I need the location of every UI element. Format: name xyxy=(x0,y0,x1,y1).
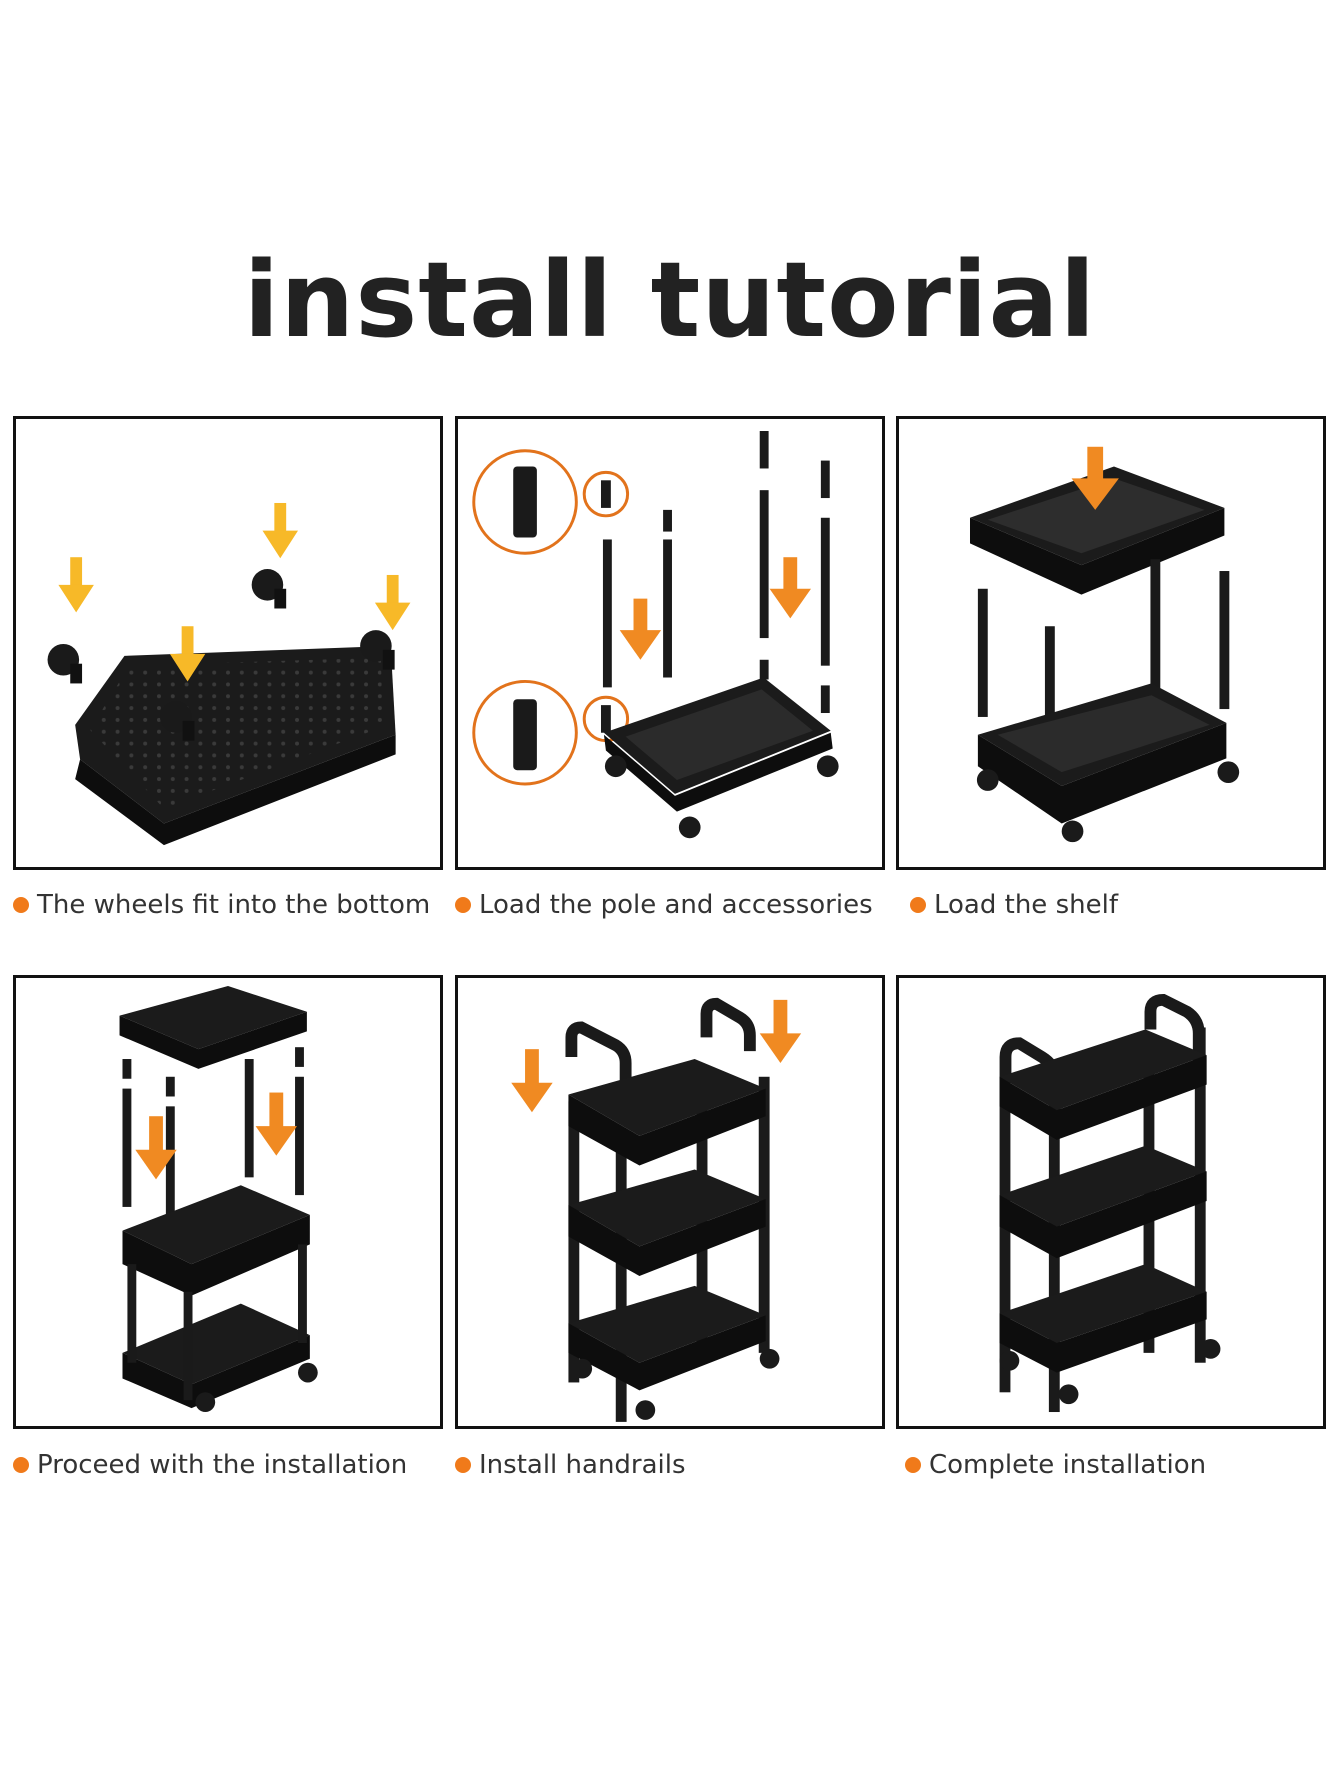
step-5-caption-text: Install handrails xyxy=(479,1450,686,1480)
down-arrow-icon xyxy=(58,502,411,682)
step-3-illustration xyxy=(969,446,1240,843)
step-1-caption-text: The wheels fit into the bottom xyxy=(37,890,431,920)
step-4-panel xyxy=(13,975,443,1429)
step-4-illustration xyxy=(119,986,318,1413)
down-arrow-icon xyxy=(1071,446,1119,510)
step-5-panel xyxy=(455,975,885,1429)
step-3-caption-text: Load the shelf xyxy=(934,890,1118,920)
step-1-caption: The wheels fit into the bottom xyxy=(13,885,430,925)
wheel-icon xyxy=(360,630,395,670)
step-5-illustration xyxy=(511,997,802,1422)
bullet-icon xyxy=(455,1457,471,1473)
wheel-icon xyxy=(47,643,83,684)
bullet-icon xyxy=(13,897,29,913)
step-2-caption: Load the pole and accessories xyxy=(455,885,873,925)
bullet-icon xyxy=(905,1457,921,1473)
step-6-illustration xyxy=(999,993,1221,1413)
bullet-icon xyxy=(910,897,926,913)
down-arrow-icon xyxy=(135,1092,298,1180)
step-2-caption-text: Load the pole and accessories xyxy=(479,890,873,920)
step-1-illustration xyxy=(47,502,411,846)
down-arrow-icon xyxy=(619,557,812,660)
bullet-icon xyxy=(455,897,471,913)
step-5-caption: Install handrails xyxy=(455,1445,686,1485)
bullet-icon xyxy=(13,1457,29,1473)
page-title: install tutorial xyxy=(243,239,1097,361)
step-1-panel xyxy=(13,416,443,870)
down-arrow-icon xyxy=(511,999,802,1113)
step-2-illustration xyxy=(472,431,839,839)
wheel-icon xyxy=(159,701,195,741)
step-6-panel xyxy=(896,975,1326,1429)
step-3-caption: Load the shelf xyxy=(910,885,1118,925)
step-4-caption-text: Proceed with the installation xyxy=(37,1450,408,1480)
step-3-panel xyxy=(896,416,1326,870)
step-6-caption: Complete installation xyxy=(905,1445,1206,1485)
step-6-caption-text: Complete installation xyxy=(929,1450,1207,1480)
wheel-icon xyxy=(251,569,287,609)
step-4-caption: Proceed with the installation xyxy=(13,1445,407,1485)
step-2-panel xyxy=(455,416,885,870)
